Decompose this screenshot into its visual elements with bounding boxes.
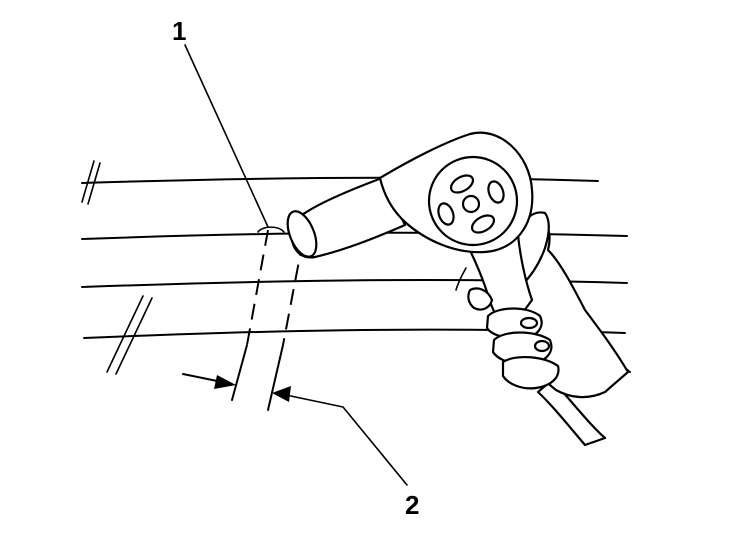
vent-slot-left: [437, 202, 455, 226]
leader-1-line: [184, 44, 269, 228]
leader-2-line: [285, 394, 408, 486]
finger-1: [485, 307, 543, 340]
offset-dashed-right: [282, 239, 304, 346]
break-mark-top-a: [81, 160, 95, 203]
heat-gun-icon: [286, 131, 534, 332]
dimension-arrow-shaft: [182, 373, 223, 383]
callout-1-label: 1: [172, 16, 186, 46]
fingers: [485, 307, 560, 390]
finger-3: [501, 356, 560, 390]
leader-2: [272, 386, 408, 486]
offset-solid-right: [267, 344, 284, 411]
break-mark-left-a: [106, 295, 144, 373]
break-marks: [81, 160, 153, 375]
nozzle-tip: [286, 210, 318, 258]
target-spot: [257, 226, 285, 233]
heat-gun-trigger: [455, 267, 467, 291]
offset-solid-left: [231, 344, 248, 401]
break-mark-top-b: [87, 162, 101, 205]
vent-center: [461, 194, 481, 214]
dimension-arrow-head: [214, 375, 236, 389]
fingernail-1: [519, 316, 539, 330]
vent-slot-bottom: [470, 214, 496, 234]
offset-lines: [231, 229, 304, 411]
break-mark-left-b: [115, 297, 153, 375]
callout-2-label: 2: [405, 490, 419, 520]
dimension-arrow: [182, 373, 236, 389]
vent-slot-right: [487, 180, 505, 204]
heat-gun-switch: [467, 287, 494, 311]
leader-1: [184, 44, 285, 233]
fingernail-2: [533, 339, 551, 353]
vent-slot-top: [449, 174, 475, 194]
leader-2-arrowhead: [272, 386, 291, 402]
offset-dashed-left: [246, 229, 269, 346]
finger-2: [491, 331, 553, 366]
forearm: [536, 378, 607, 447]
